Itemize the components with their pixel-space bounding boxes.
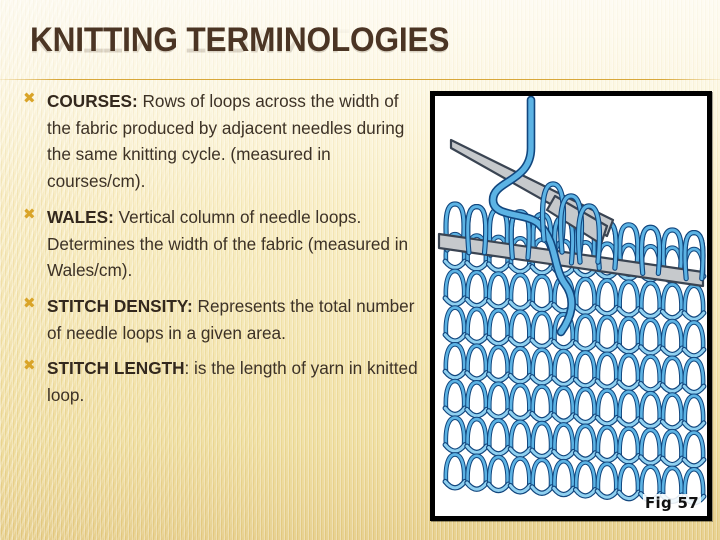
list-item-text: STITCH DENSITY: Represents the total num… (47, 293, 426, 346)
page-title-text: Knitting Terminologies (30, 21, 450, 59)
bullet-x-icon: ✖ (23, 293, 36, 312)
page-title: Knitting Terminologies Knitting Terminol… (30, 20, 690, 78)
list-item: ✖ COURSES: Rows of loops across the widt… (14, 88, 426, 195)
list-item-text: WALES: Vertical column of needle loops. … (47, 204, 426, 284)
list-item-term: WALES: (47, 206, 114, 227)
bullet-x-icon: ✖ (23, 204, 36, 223)
bullet-x-icon: ✖ (23, 89, 36, 107)
knitting-illustration (435, 96, 707, 516)
list-item: ✖ STITCH LENGTH: is the length of yarn i… (14, 355, 426, 408)
list-item-body: Represents the total number of needle lo… (47, 295, 415, 343)
list-item-term: STITCH LENGTH (47, 358, 185, 379)
figure-caption: Fig 57 (642, 494, 701, 512)
bullet-list: ✖ COURSES: Rows of loops across the widt… (14, 88, 426, 418)
figure-image: Fig 57 (430, 91, 712, 521)
list-item-term: STITCH DENSITY: (47, 295, 193, 316)
list-item-term: COURSES: (47, 91, 138, 111)
list-item-body: Vertical column of needle loops. Determi… (47, 206, 409, 281)
list-item: ✖ STITCH DENSITY: Represents the total n… (14, 293, 426, 346)
list-item-body: : is the length of yarn in knitted loop. (47, 358, 418, 406)
title-divider (0, 79, 720, 80)
list-item-text: STITCH LENGTH: is the length of yarn in … (47, 355, 426, 408)
list-item-body: Rows of loops across the width of the fa… (47, 91, 405, 192)
list-item-text: COURSES: Rows of loops across the width … (47, 88, 426, 195)
bullet-x-icon: ✖ (23, 356, 36, 375)
list-item: ✖ WALES: Vertical column of needle loops… (14, 204, 426, 284)
